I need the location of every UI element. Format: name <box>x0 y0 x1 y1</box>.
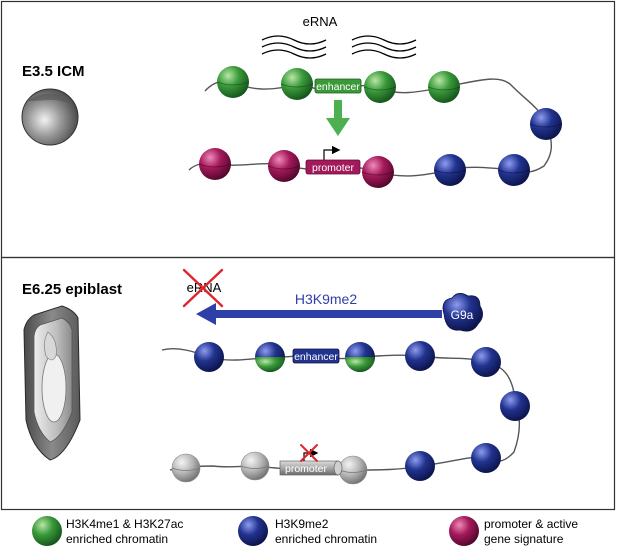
legend-item-green: H3K4me1 & H3K27ac enriched chromatin <box>32 516 183 546</box>
nucleosome-blue <box>194 342 224 372</box>
nucleosome-blue <box>471 347 501 377</box>
panel-top-frame <box>0 0 616 259</box>
legend-item-magenta: promoter & active gene signature <box>449 516 578 546</box>
erna-waves-left <box>261 35 327 59</box>
nucleosome-magenta <box>361 156 395 188</box>
promoter-label-top: promoter <box>312 162 355 174</box>
stage-label-icm: E3.5 ICM <box>22 63 85 80</box>
legend-item-line2: gene signature <box>484 532 564 546</box>
h3k9me2-label: H3K9me2 <box>295 291 357 307</box>
g9a-enzyme-icon: G9a <box>442 293 483 332</box>
nucleosome-grey <box>240 451 270 481</box>
cross-icon <box>182 268 224 308</box>
h3k9me2-spreading-arrow <box>196 303 442 325</box>
nucleosome-magenta <box>198 148 232 180</box>
cross-icon <box>300 444 318 462</box>
enhancer-label-bottom: enhancer <box>294 351 338 363</box>
nucleosome-blue <box>500 391 530 421</box>
legend: H3K4me1 & H3K27ac enriched chromatin H3K… <box>32 516 578 546</box>
nucleosome-blue <box>471 443 501 473</box>
legend-item-line2: enriched chromatin <box>66 532 168 546</box>
legend-item-line1: promoter & active <box>484 517 578 531</box>
nucleosome-grey <box>171 453 201 483</box>
icm-embryo-icon <box>21 88 79 146</box>
activation-arrow <box>326 100 350 136</box>
promoter-element-top: promoter <box>305 145 361 175</box>
stage-label-epiblast: E6.25 epiblast <box>22 281 122 298</box>
g9a-label: G9a <box>451 308 474 322</box>
erna-label-top: eRNA <box>303 14 338 29</box>
epiblast-embryo-icon <box>23 305 81 461</box>
nucleosome-green <box>363 71 397 103</box>
panel-bottom-frame <box>0 256 616 511</box>
nucleosome-magenta <box>267 150 301 182</box>
nucleosome-blue <box>433 154 467 186</box>
nucleosome-blue <box>405 341 435 371</box>
promoter-label-bottom: promoter <box>285 463 328 475</box>
legend-item-line1: H3K4me1 & H3K27ac <box>66 517 183 531</box>
nucleosome-mixed <box>255 342 285 372</box>
nucleosome-green <box>427 71 461 103</box>
nucleosome-blue <box>497 154 531 186</box>
nucleosome-green <box>280 68 314 100</box>
enhancer-element-top: enhancer <box>314 78 362 94</box>
nucleosome-grey <box>338 455 368 485</box>
enhancer-element-bottom: enhancer <box>292 348 340 364</box>
nucleosome-blue <box>405 451 435 481</box>
legend-item-blue: H3K9me2 enriched chromatin <box>238 516 377 546</box>
legend-item-line2: enriched chromatin <box>275 532 377 546</box>
promoter-element-bottom: promoter <box>279 444 343 476</box>
erna-waves-right <box>351 35 417 59</box>
erna-blocked-indicator: eRNA <box>182 268 224 308</box>
nucleosome-green <box>216 66 250 98</box>
enhancer-label-top: enhancer <box>316 81 360 93</box>
legend-item-line1: H3K9me2 <box>275 517 329 531</box>
nucleosome-mixed <box>345 342 375 372</box>
nucleosome-blue <box>529 108 563 140</box>
